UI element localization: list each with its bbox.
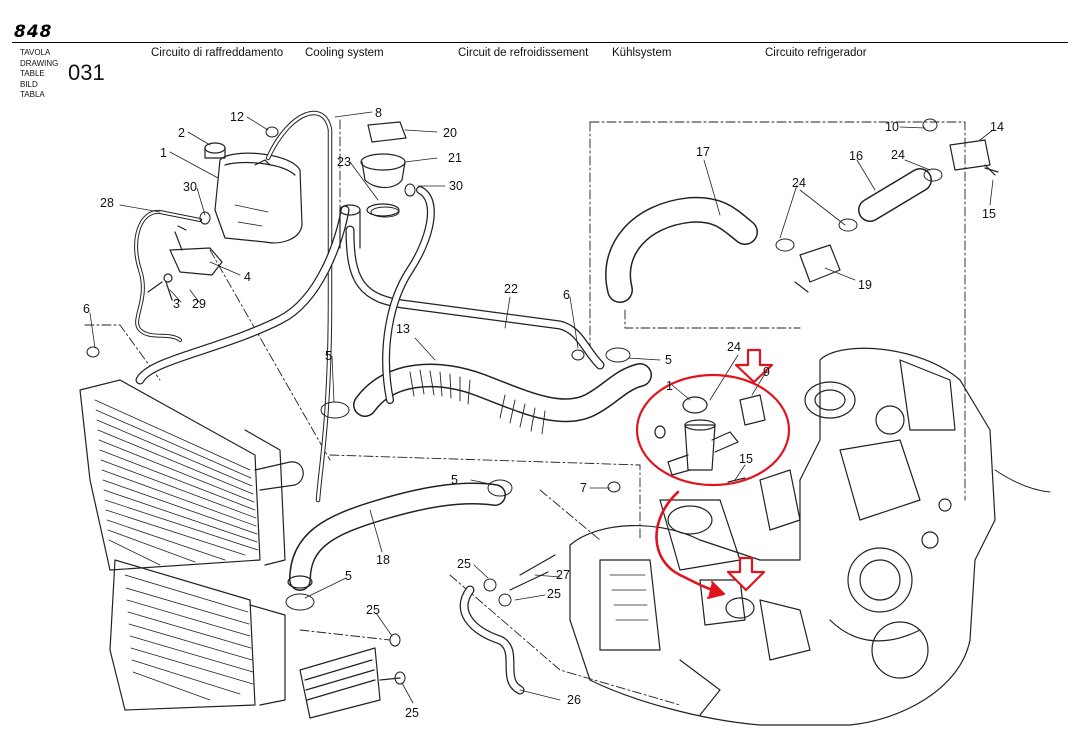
engine-block	[569, 347, 1051, 726]
header-label-stack: TAVOLA DRAWING TABLE BILD TABLA	[20, 48, 58, 101]
callout-25b: 25	[547, 587, 561, 601]
callout-9: 9	[763, 365, 770, 379]
callout-2: 2	[178, 126, 185, 140]
callout-13: 13	[396, 322, 410, 336]
hose-corrugations	[409, 369, 546, 435]
callout-3: 3	[173, 297, 180, 311]
callout-5b: 5	[665, 353, 672, 367]
oil-cooler	[299, 647, 401, 719]
callout-29: 29	[192, 297, 206, 311]
callout-4: 4	[244, 270, 251, 284]
tank-bracket	[147, 225, 223, 301]
label-tavola: TAVOLA	[20, 48, 51, 57]
callout-27: 27	[556, 568, 570, 582]
down-arrow-upper	[734, 348, 774, 384]
hose-clamps	[86, 118, 943, 685]
drawing-number: 031	[68, 60, 105, 85]
callout-10: 10	[885, 120, 899, 134]
model-logo: 848	[14, 22, 53, 42]
callout-14: 14	[990, 120, 1004, 134]
title-german: Kühlsystem	[612, 47, 672, 59]
callout-16: 16	[849, 149, 863, 163]
label-drawing: DRAWING	[20, 58, 59, 68]
callout-25a: 25	[457, 557, 471, 571]
callout-17: 17	[696, 145, 710, 159]
title-french: Circuit de refroidissement	[458, 47, 589, 59]
callout-15b: 15	[982, 207, 996, 221]
callout-partial-1: 1	[666, 379, 673, 393]
highlight-circle	[635, 373, 791, 487]
callout-5c: 5	[451, 473, 458, 487]
callout-6a: 6	[83, 302, 90, 316]
callout-7: 7	[580, 481, 587, 495]
label-bild: BILD	[20, 79, 38, 89]
title-italian: Circuito di raffreddamento	[151, 47, 284, 59]
bypass-fitting	[654, 394, 766, 476]
callout-23: 23	[337, 155, 351, 169]
down-arrow-lower	[726, 556, 766, 592]
leader-lines	[89, 111, 994, 704]
callout-24a: 24	[792, 176, 806, 190]
callout-30b: 30	[449, 179, 463, 193]
callout-19: 19	[858, 278, 872, 292]
title-english: Cooling system	[305, 47, 384, 59]
callout-8: 8	[375, 106, 382, 120]
red-annotation-group	[635, 348, 791, 599]
callout-labels: 1 2 3 4 5 5 5 5 6 6 7 8 9 10 1 12 13 14 …	[83, 106, 1004, 720]
callout-1: 1	[160, 146, 167, 160]
callout-18: 18	[376, 553, 390, 567]
curved-arrow	[655, 490, 722, 594]
header-rule	[12, 42, 1068, 43]
callout-22: 22	[504, 282, 518, 296]
callout-5d: 5	[345, 569, 352, 583]
radiator-lower	[109, 559, 286, 711]
callout-25d: 25	[405, 706, 419, 720]
callout-26: 26	[567, 693, 581, 707]
callout-24c: 24	[727, 340, 741, 354]
callout-21: 21	[448, 151, 462, 165]
title-spanish: Circuito refrigerador	[765, 47, 867, 59]
callout-20: 20	[443, 126, 457, 140]
callout-5a: 5	[325, 349, 332, 363]
callout-15a: 15	[739, 452, 753, 466]
callout-25c: 25	[366, 603, 380, 617]
callout-30a: 30	[183, 180, 197, 194]
callout-24b: 24	[891, 148, 905, 162]
label-table: TABLE	[20, 69, 45, 78]
callout-28: 28	[100, 196, 114, 210]
expansion-tank	[204, 142, 303, 244]
radiator-upper	[79, 379, 304, 571]
label-tabla: TABLA	[20, 90, 45, 99]
callout-6b: 6	[563, 288, 570, 302]
callout-12: 12	[230, 110, 244, 124]
assembly-boundary-lines	[84, 119, 966, 706]
